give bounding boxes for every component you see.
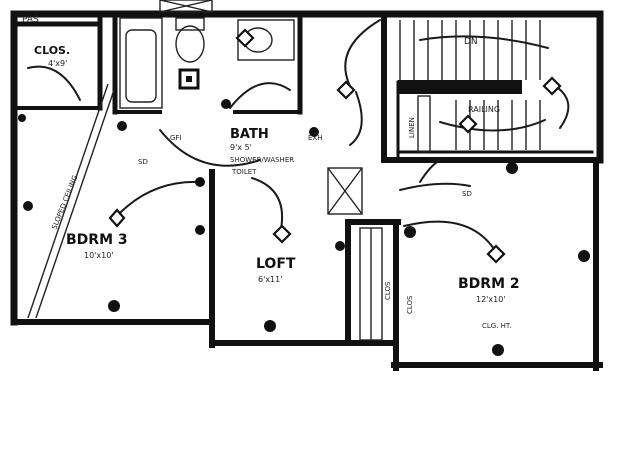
outlet-icon [221, 99, 231, 109]
room-dims-bath: 9'x 5' [230, 143, 252, 152]
outlet-icon [264, 320, 276, 332]
labels: PAS CLOS. 4'x9' BATH 9'x 5' SHOWER/WASHE… [22, 15, 520, 330]
outlet-icon [195, 177, 205, 187]
linen-label: LINEN [408, 117, 416, 138]
bath-note-2: TOILET [231, 168, 257, 176]
outlet-icon [117, 121, 127, 131]
bath-note-1: SHOWER/WASHER [230, 156, 294, 164]
outlet-icon [309, 127, 319, 137]
outlet-icon [492, 344, 504, 356]
stairs [398, 20, 541, 153]
top-left-note: PAS [22, 15, 39, 25]
light-fixture-icon [235, 28, 255, 48]
room-name-closet: CLOS. [34, 44, 70, 57]
room-name-loft: LOFT [256, 256, 296, 272]
light-fixture-icon [336, 80, 356, 100]
stair-down-label: DN [464, 37, 478, 47]
exhaust-label: EXH [308, 134, 322, 142]
walls [10, 0, 604, 371]
room-name-bedroom-3: BDRM 3 [66, 232, 128, 248]
room-dims-loft: 6'x11' [258, 275, 282, 284]
exhaust-fan-icon [327, 167, 363, 215]
light-fixtures [108, 28, 562, 264]
gfi-label: GFI [170, 134, 182, 142]
room-dims-bedroom-3: 10'x10' [84, 251, 114, 260]
light-fixture-icon [272, 224, 292, 244]
outlet-icon [578, 250, 590, 262]
railing-label: RAILING [468, 105, 500, 114]
bath-fixtures [119, 17, 295, 109]
light-fixture-icon [458, 114, 478, 134]
outlets [18, 99, 590, 356]
outlet-icon [195, 225, 205, 235]
outlet-icon [18, 114, 26, 122]
room-dims-bedroom-2: 12'x10' [476, 295, 506, 304]
outlet-icon [108, 300, 120, 312]
outlet-icon [335, 241, 345, 251]
smoke-detector-label-1: SD [138, 158, 148, 166]
room-name-bath: BATH [230, 127, 269, 142]
light-fixture-icon [486, 244, 506, 264]
outlet-icon [506, 162, 518, 174]
closet-label-b: CLOS [384, 281, 392, 300]
closet-label-b2: CLOS [406, 295, 414, 314]
sloped-ceiling-line [27, 83, 109, 319]
light-fixture-icon [108, 208, 126, 228]
smoke-detector-label-2: SD [462, 190, 472, 198]
room-name-bedroom-2: BDRM 2 [458, 276, 520, 292]
outlet-icon [404, 226, 416, 238]
ceiling-height-label: CLG. HT. [482, 322, 512, 330]
light-fixture-icon [542, 76, 562, 96]
room-dims-closet: 4'x9' [48, 59, 67, 68]
outlet-icon [23, 201, 33, 211]
